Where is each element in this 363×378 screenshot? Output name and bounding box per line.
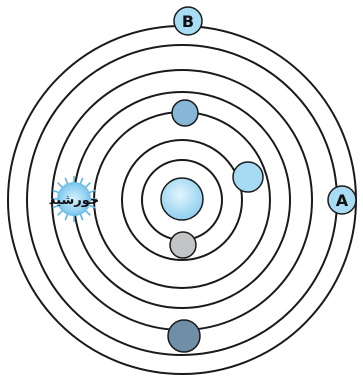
sun-label: خورشید <box>49 193 100 208</box>
planet-light-blue <box>233 162 263 192</box>
marker-b: B <box>174 7 202 35</box>
central-earth <box>161 178 203 220</box>
marker-b-label: B <box>182 12 194 31</box>
sun-marker: خورشید <box>49 176 100 222</box>
marker-a-label: A <box>336 191 349 210</box>
marker-a: A <box>328 186 356 214</box>
moon-planet <box>170 232 196 258</box>
planet-dark <box>168 320 200 352</box>
planet-mid-blue <box>172 100 198 126</box>
